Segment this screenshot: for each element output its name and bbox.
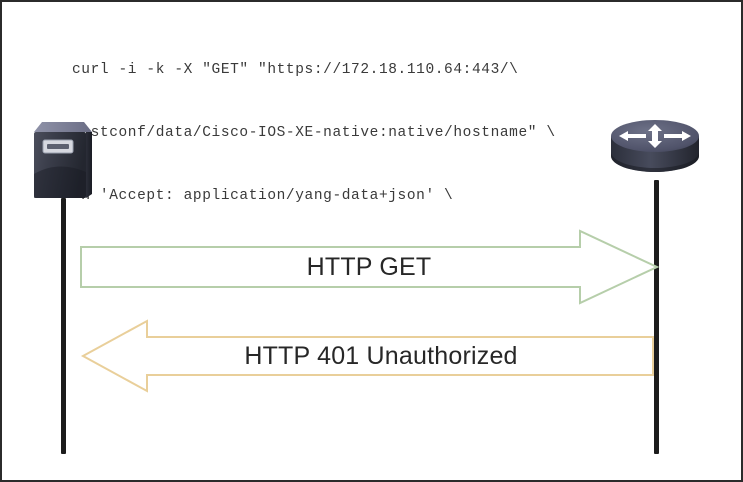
server-icon (30, 110, 96, 202)
lifeline-server (61, 198, 66, 454)
code-line-3: -H 'Accept: application/yang-data+json' … (72, 188, 454, 204)
message-arrow-http-401: HTTP 401 Unauthorized (80, 319, 654, 393)
message-arrow-http-get: HTTP GET (80, 229, 660, 305)
router-icon (606, 112, 704, 184)
lifeline-router (654, 180, 659, 454)
code-line-2: restconf/data/Cisco-IOS-XE-native:native… (72, 125, 556, 141)
code-line-1: curl -i -k -X "GET" "https://172.18.110.… (72, 62, 519, 78)
